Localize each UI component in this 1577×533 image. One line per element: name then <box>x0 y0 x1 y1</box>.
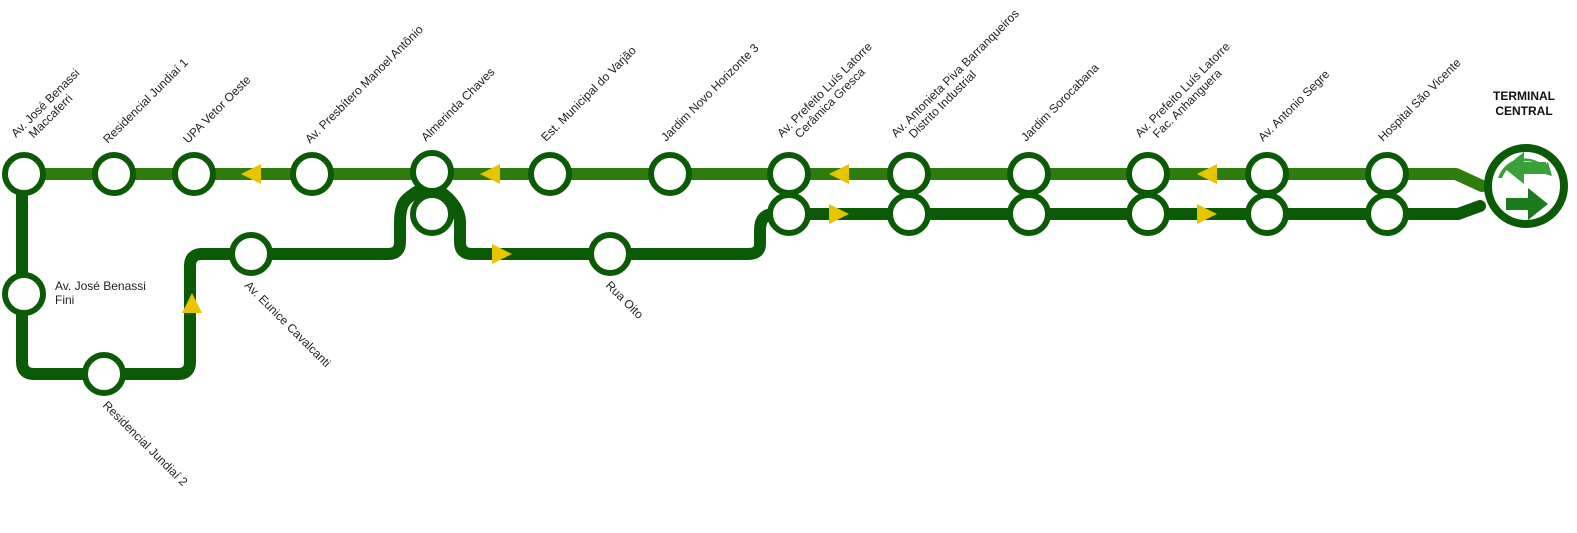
direction-arrow-right <box>1197 204 1217 224</box>
other-stop-labels: Av. José Benassi Fini Residencial Jundia… <box>55 278 646 489</box>
stop-marker[interactable] <box>2 152 46 196</box>
stops-second-row <box>410 192 1409 236</box>
stop-marker[interactable] <box>1365 152 1409 196</box>
stop-label: Av. Prefeito Luís Latorre Fac. Anhanguer… <box>1132 37 1244 149</box>
stop-label-rua-oito: Rua Oito <box>603 278 647 322</box>
stop-label-residencial-2: Residencial Jundiaí 2 <box>100 398 191 489</box>
direction-arrow-left <box>241 164 261 184</box>
stop-label: Residencial Jundiaí 1 <box>100 55 191 146</box>
stop-marker[interactable] <box>1126 152 1170 196</box>
stop-label: Jardim Sorocabana <box>1018 60 1102 144</box>
stop-marker[interactable] <box>887 192 931 236</box>
stop-label-benassi-fini: Av. José Benassi Fini <box>55 279 149 307</box>
stop-label: UPA Vetor Oeste <box>180 72 254 146</box>
stop-marker[interactable] <box>92 152 136 196</box>
stop-marker[interactable] <box>1126 192 1170 236</box>
recycle-arrows-icon <box>1498 152 1552 220</box>
stop-marker[interactable] <box>1007 152 1051 196</box>
direction-arrow-right <box>492 244 512 264</box>
stop-marker[interactable] <box>1007 192 1051 236</box>
inbound-route-line <box>16 166 1486 380</box>
stop-marker[interactable] <box>1245 192 1289 236</box>
direction-arrow-right <box>829 204 849 224</box>
stop-label: Av. Antonio Segre <box>1255 67 1332 144</box>
stop-marker[interactable] <box>588 232 632 276</box>
stop-marker[interactable] <box>767 192 811 236</box>
stop-label: Almerinda Chaves <box>418 65 497 144</box>
stop-label: Av. Presbítero Manoel Antônio <box>302 22 426 146</box>
stop-marker[interactable] <box>887 152 931 196</box>
stop-marker[interactable] <box>229 232 273 276</box>
stop-marker[interactable] <box>767 152 811 196</box>
terminal-label-line1: TERMINAL <box>1493 89 1555 103</box>
stop-label: Jardim Novo Horizonte 3 <box>658 41 762 145</box>
direction-arrows <box>182 164 1217 313</box>
stop-marker[interactable] <box>528 152 572 196</box>
direction-arrow-left <box>480 164 500 184</box>
stops-top-row <box>2 150 1409 196</box>
direction-arrow-left <box>1197 164 1217 184</box>
stops-lower-loop <box>2 232 632 396</box>
stop-label: Est. Municipal do Varjão <box>538 43 639 144</box>
stop-marker[interactable] <box>410 192 454 236</box>
stop-label: Hospital São Vicente <box>1375 55 1464 144</box>
stop-marker[interactable] <box>1365 192 1409 236</box>
stop-marker[interactable] <box>2 272 46 316</box>
terminal-central[interactable]: TERMINAL CENTRAL <box>1484 89 1568 228</box>
top-stop-labels: Av. José Benassi Maccaferri Residencial … <box>8 4 1464 150</box>
stop-label-eunice: Av. Eunice Cavalcanti <box>242 278 334 370</box>
stop-label: Av. José Benassi Maccaferri <box>8 64 94 150</box>
stop-marker[interactable] <box>410 150 454 194</box>
stop-marker[interactable] <box>82 352 126 396</box>
direction-arrow-left <box>829 164 849 184</box>
stop-marker[interactable] <box>1245 152 1289 196</box>
stop-marker[interactable] <box>172 152 216 196</box>
stop-marker[interactable] <box>290 152 334 196</box>
stop-label: Av. Antonieta Piva Barranqueiros Distrit… <box>888 4 1033 149</box>
stop-marker[interactable] <box>648 152 692 196</box>
stop-label: Av. Prefeito Luís Latorre Cerâmica Gresc… <box>774 37 886 149</box>
direction-arrow-up <box>182 293 202 313</box>
terminal-label-line2: CENTRAL <box>1495 104 1552 118</box>
